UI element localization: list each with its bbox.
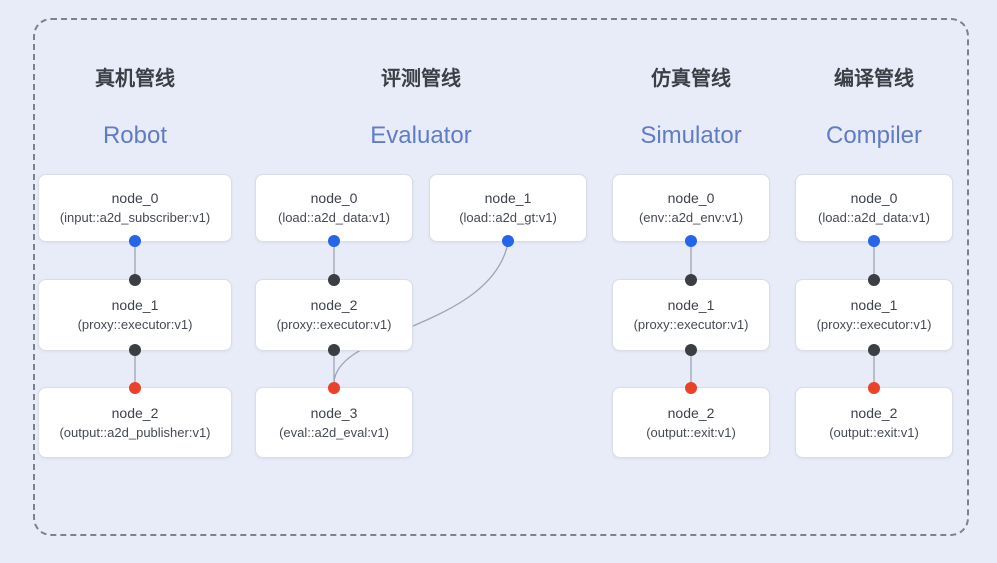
node-box-compiler-node2: node_2 (output::exit:v1): [795, 382, 953, 458]
node-type: (env::a2d_env:v1): [638, 210, 744, 226]
node-name: node_0: [310, 190, 358, 207]
node-name: node_0: [111, 190, 159, 207]
node-type: (proxy::executor:v1): [816, 317, 932, 333]
node-name: node_2: [111, 404, 159, 421]
input-port-dot: [129, 274, 141, 286]
input-port-dot: [685, 274, 697, 286]
output-port-dot: [502, 235, 514, 247]
node-name: node_3: [310, 404, 358, 421]
node-type: (load::a2d_gt:v1): [459, 210, 557, 226]
node-box-evaluator-node1: node_1 (load::a2d_gt:v1): [429, 174, 587, 247]
node-type: (output::exit:v1): [646, 424, 736, 440]
input-port-dot: [868, 274, 880, 286]
node-name: node_2: [310, 297, 358, 314]
pipeline-title-zh-simulator: 仿真管线: [651, 68, 731, 90]
node-type: (load::a2d_data:v1): [817, 210, 931, 226]
node-type: (proxy::executor:v1): [633, 317, 749, 333]
node-box-simulator-node1: node_1 (proxy::executor:v1): [612, 274, 770, 356]
node-name: node_2: [667, 404, 715, 421]
node-box-compiler-node1: node_1 (proxy::executor:v1): [795, 274, 953, 356]
pipeline-title-zh-compiler: 编译管线: [834, 68, 914, 90]
node-box-robot-node2: node_2 (output::a2d_publisher:v1): [38, 382, 232, 458]
node-box-compiler-node0: node_0 (load::a2d_data:v1): [795, 174, 953, 247]
output-port-dot: [129, 344, 141, 356]
dashed-frame: [33, 18, 969, 536]
node-name: node_0: [850, 190, 898, 207]
node-type: (output::exit:v1): [829, 424, 919, 440]
node-box-robot-node1: node_1 (proxy::executor:v1): [38, 274, 232, 356]
output-port-dot: [868, 235, 880, 247]
output-port-dot: [328, 344, 340, 356]
node-box-simulator-node0: node_0 (env::a2d_env:v1): [612, 174, 770, 247]
pipeline-title-zh-robot: 真机管线: [95, 68, 175, 90]
node-box-evaluator-node3: node_3 (eval::a2d_eval:v1): [255, 382, 413, 458]
node-box-evaluator-node0: node_0 (load::a2d_data:v1): [255, 174, 413, 247]
input-port-dot: [129, 382, 141, 394]
node-type: (proxy::executor:v1): [77, 317, 193, 333]
pipeline-title-en-compiler: Compiler: [825, 122, 923, 149]
node-type: (input::a2d_subscriber:v1): [59, 210, 211, 226]
node-name: node_2: [850, 404, 898, 421]
output-port-dot: [129, 235, 141, 247]
pipeline-title-en-robot: Robot: [102, 122, 168, 149]
output-port-dot: [685, 344, 697, 356]
node-name: node_1: [484, 190, 532, 207]
output-port-dot: [868, 344, 880, 356]
node-name: node_1: [850, 297, 898, 314]
input-port-dot: [328, 274, 340, 286]
output-port-dot: [328, 235, 340, 247]
node-type: (proxy::executor:v1): [276, 317, 392, 333]
node-box-robot-node0: node_0 (input::a2d_subscriber:v1): [38, 174, 232, 247]
pipeline-title-en-simulator: Simulator: [640, 122, 742, 149]
node-type: (eval::a2d_eval:v1): [279, 424, 389, 440]
node-box-evaluator-node2: node_2 (proxy::executor:v1): [255, 274, 413, 356]
input-port-dot: [328, 382, 340, 394]
node-box-simulator-node2: node_2 (output::exit:v1): [612, 382, 770, 458]
output-port-dot: [685, 235, 697, 247]
node-name: node_1: [111, 297, 159, 314]
node-type: (load::a2d_data:v1): [277, 210, 391, 226]
input-port-dot: [868, 382, 880, 394]
pipeline-title-en-evaluator: Evaluator: [370, 122, 472, 149]
node-name: node_0: [667, 190, 715, 207]
node-name: node_1: [667, 297, 715, 314]
pipeline-title-zh-evaluator: 评测管线: [381, 68, 461, 90]
node-type: (output::a2d_publisher:v1): [59, 424, 211, 440]
input-port-dot: [685, 382, 697, 394]
